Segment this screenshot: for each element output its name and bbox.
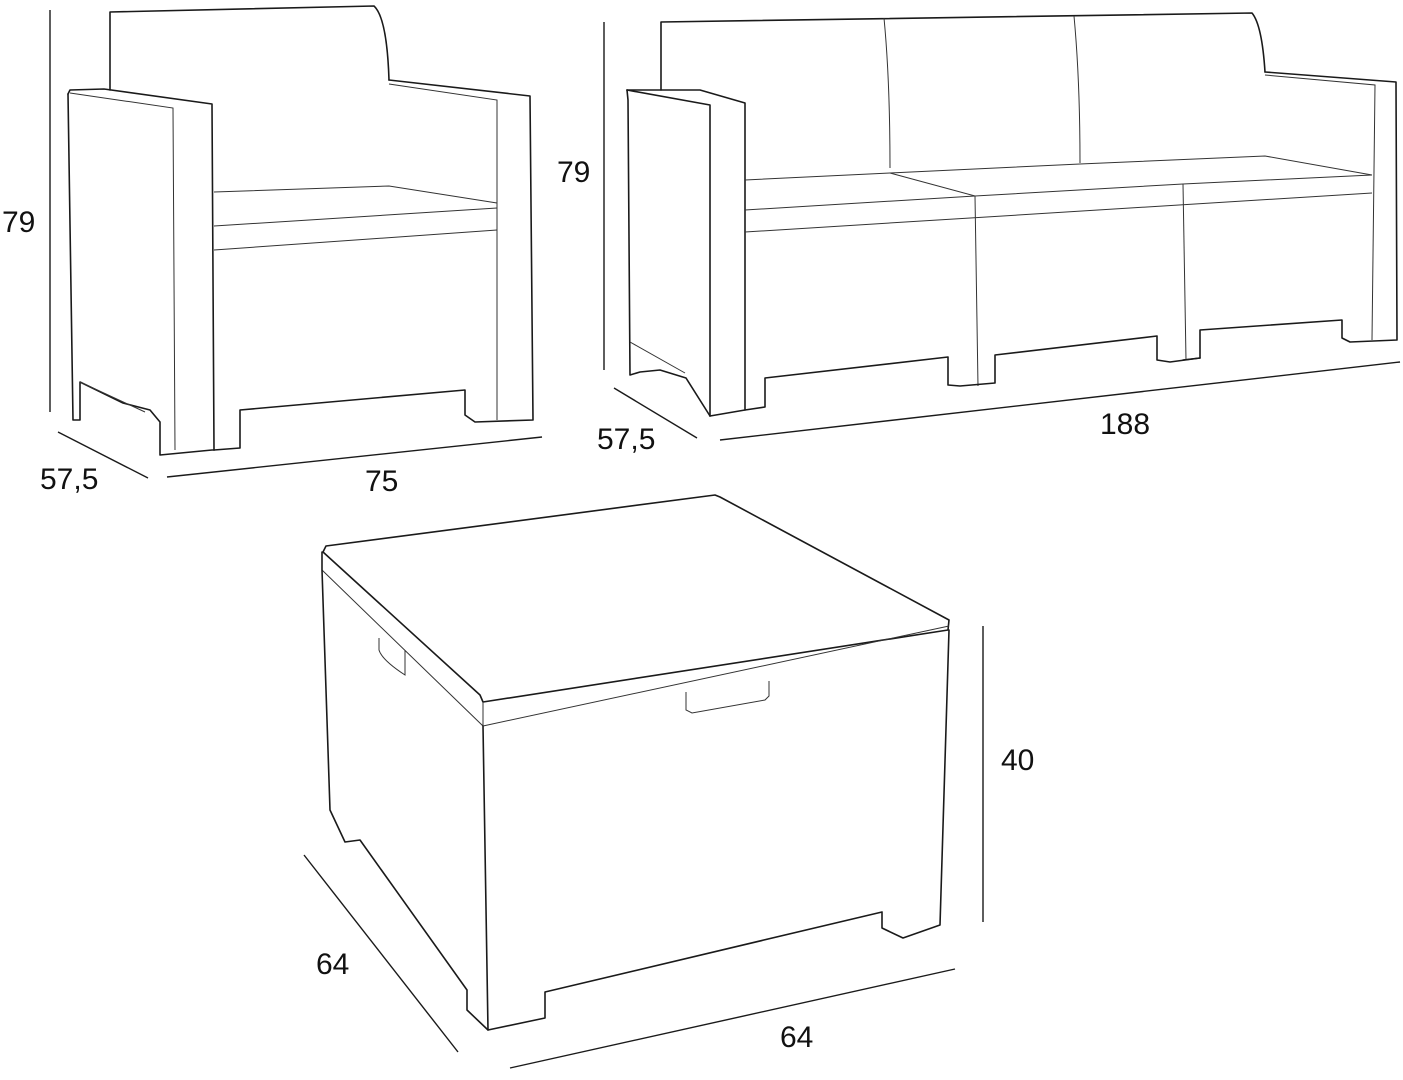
armchair-drawing <box>67 5 534 456</box>
sofa-height-label: 79 <box>557 156 591 189</box>
table-height-label: 40 <box>1001 744 1035 777</box>
sofa-drawing <box>626 12 1398 417</box>
table-depth-label: 64 <box>316 948 350 981</box>
sofa-width-label: 188 <box>1100 408 1151 441</box>
table-dimension-lines <box>303 626 984 1069</box>
sofa-depth-label: 57,5 <box>597 423 656 456</box>
armchair-dimension-lines <box>49 10 543 479</box>
armchair-height-label: 79 <box>2 206 36 239</box>
armchair-width-label: 75 <box>365 465 399 498</box>
table-drawing <box>321 494 950 1031</box>
table-width-label: 64 <box>780 1021 814 1054</box>
sofa-dimension-lines <box>603 22 1401 441</box>
armchair-depth-label: 57,5 <box>40 463 99 496</box>
